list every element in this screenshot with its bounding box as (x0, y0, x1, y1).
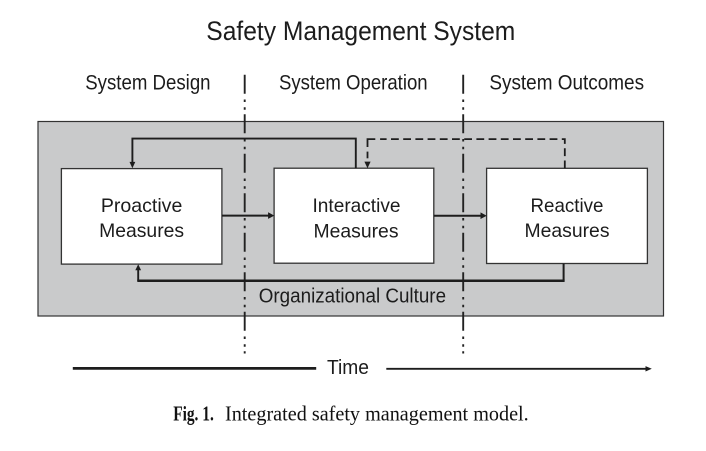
svg-text:System Operation: System Operation (279, 72, 428, 95)
svg-text:Fig. 1.: Fig. 1. (173, 402, 214, 426)
svg-text:Safety Management System: Safety Management System (206, 16, 515, 46)
svg-text:System Outcomes: System Outcomes (489, 72, 644, 95)
svg-text:Integrated safety management m: Integrated safety management model. (225, 402, 529, 426)
svg-text:Measures: Measures (99, 220, 184, 242)
svg-text:Interactive: Interactive (313, 195, 401, 217)
svg-text:Organizational Culture: Organizational Culture (259, 286, 446, 308)
svg-text:Proactive: Proactive (101, 195, 183, 217)
svg-text:Reactive: Reactive (531, 195, 604, 217)
svg-text:Measures: Measures (525, 220, 610, 242)
svg-text:Time: Time (327, 357, 369, 379)
svg-text:Measures: Measures (314, 221, 399, 243)
svg-text:System Design: System Design (85, 72, 210, 95)
